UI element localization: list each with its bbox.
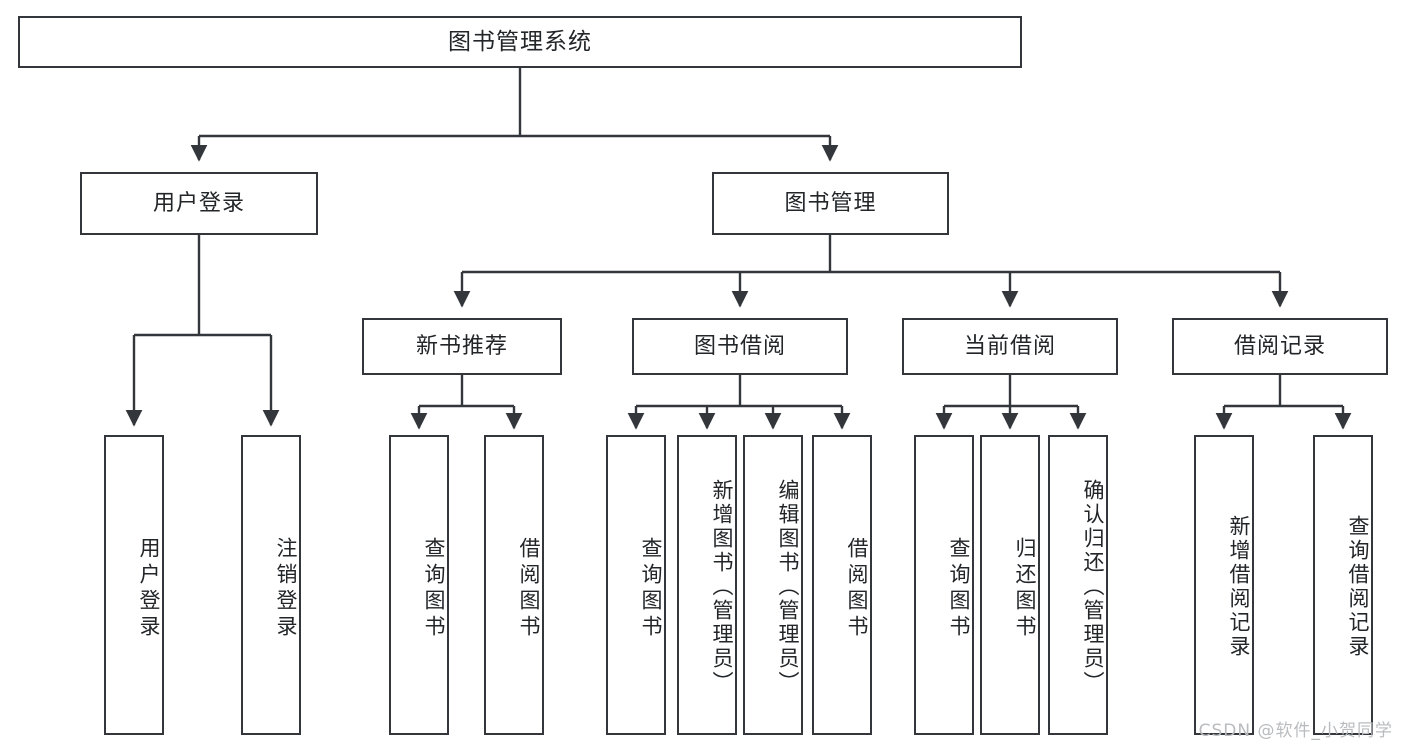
node-new-book-recommend[interactable]: 新书推荐 bbox=[362, 318, 562, 375]
leaf-return-book[interactable]: 归还图书 bbox=[980, 435, 1040, 735]
node-user-login[interactable]: 用户登录 bbox=[80, 172, 318, 235]
leaf-add-borrow-record[interactable]: 新增借阅记录 bbox=[1194, 435, 1254, 735]
leaf-query-borrow-record[interactable]: 查询借阅记录 bbox=[1313, 435, 1373, 735]
leaf-edit-book-admin[interactable]: 编辑图书（管理员） bbox=[743, 435, 803, 735]
node-root-system[interactable]: 图书管理系统 bbox=[18, 16, 1022, 68]
leaf-borrow-book[interactable]: 借阅图书 bbox=[812, 435, 872, 735]
node-borrow-record[interactable]: 借阅记录 bbox=[1172, 318, 1388, 375]
leaf-query-book-current[interactable]: 查询图书 bbox=[914, 435, 974, 735]
leaf-logout-login[interactable]: 注销登录 bbox=[241, 435, 301, 735]
watermark-text: CSDN @软件_小贺同学 bbox=[1198, 721, 1393, 741]
node-current-borrow[interactable]: 当前借阅 bbox=[902, 318, 1118, 375]
leaf-query-book-recommend[interactable]: 查询图书 bbox=[389, 435, 449, 735]
leaf-user-login[interactable]: 用户登录 bbox=[104, 435, 164, 735]
leaf-confirm-return-admin[interactable]: 确认归还（管理员） bbox=[1048, 435, 1108, 735]
leaf-query-book-borrow[interactable]: 查询图书 bbox=[606, 435, 666, 735]
node-book-manage[interactable]: 图书管理 bbox=[712, 172, 949, 235]
leaf-add-book-admin[interactable]: 新增图书（管理员） bbox=[677, 435, 737, 735]
leaf-borrow-book-recommend[interactable]: 借阅图书 bbox=[484, 435, 544, 735]
node-book-borrow[interactable]: 图书借阅 bbox=[632, 318, 848, 375]
